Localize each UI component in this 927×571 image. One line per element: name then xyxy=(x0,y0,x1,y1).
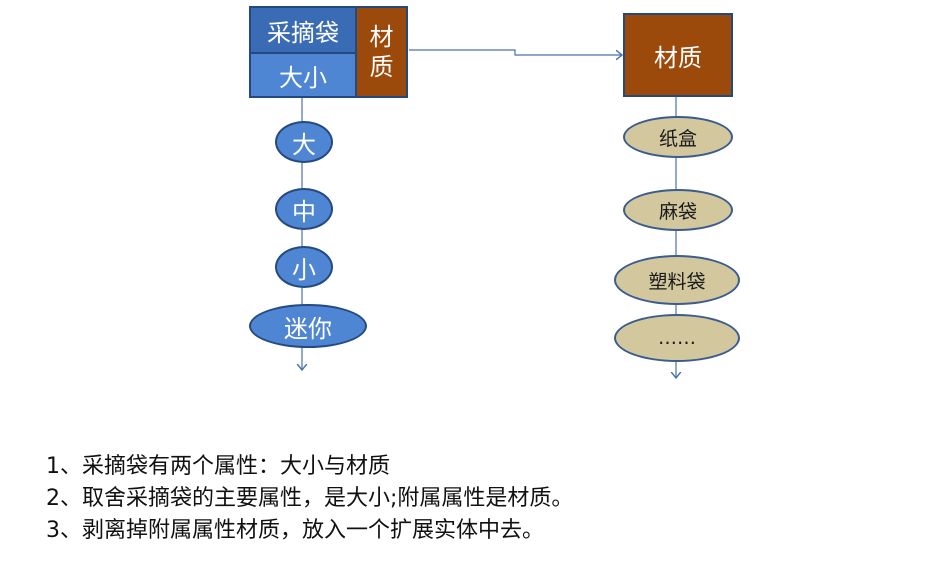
material-value-carton: 纸盒 xyxy=(623,116,733,158)
size-value-medium: 中 xyxy=(275,188,333,230)
note-1: 1、采摘袋有两个属性：大小与材质 xyxy=(46,454,390,479)
material-entity: 材质 xyxy=(623,13,733,97)
size-value-small: 小 xyxy=(275,246,333,288)
size-value-mini: 迷你 xyxy=(249,304,367,348)
material-value-more: …… xyxy=(614,314,740,362)
material-value-plastic-bag: 塑料袋 xyxy=(614,255,740,305)
bag-name-cell: 采摘袋 xyxy=(249,6,357,54)
size-value-large: 大 xyxy=(275,121,333,163)
note-2: 2、取舍采摘袋的主要属性，是大小;附属属性是材质。 xyxy=(46,486,574,511)
extract-arrow xyxy=(409,49,622,55)
note-3: 3、剥离掉附属属性材质，放入一个扩展实体中去。 xyxy=(46,518,544,543)
bag-material-cell: 材 质 xyxy=(357,6,408,98)
material-value-sack: 麻袋 xyxy=(623,189,733,231)
notes-list: 1、采摘袋有两个属性：大小与材质 2、取舍采摘袋的主要属性，是大小;附属属性是材… xyxy=(46,451,906,547)
bag-size-cell: 大小 xyxy=(249,54,357,98)
